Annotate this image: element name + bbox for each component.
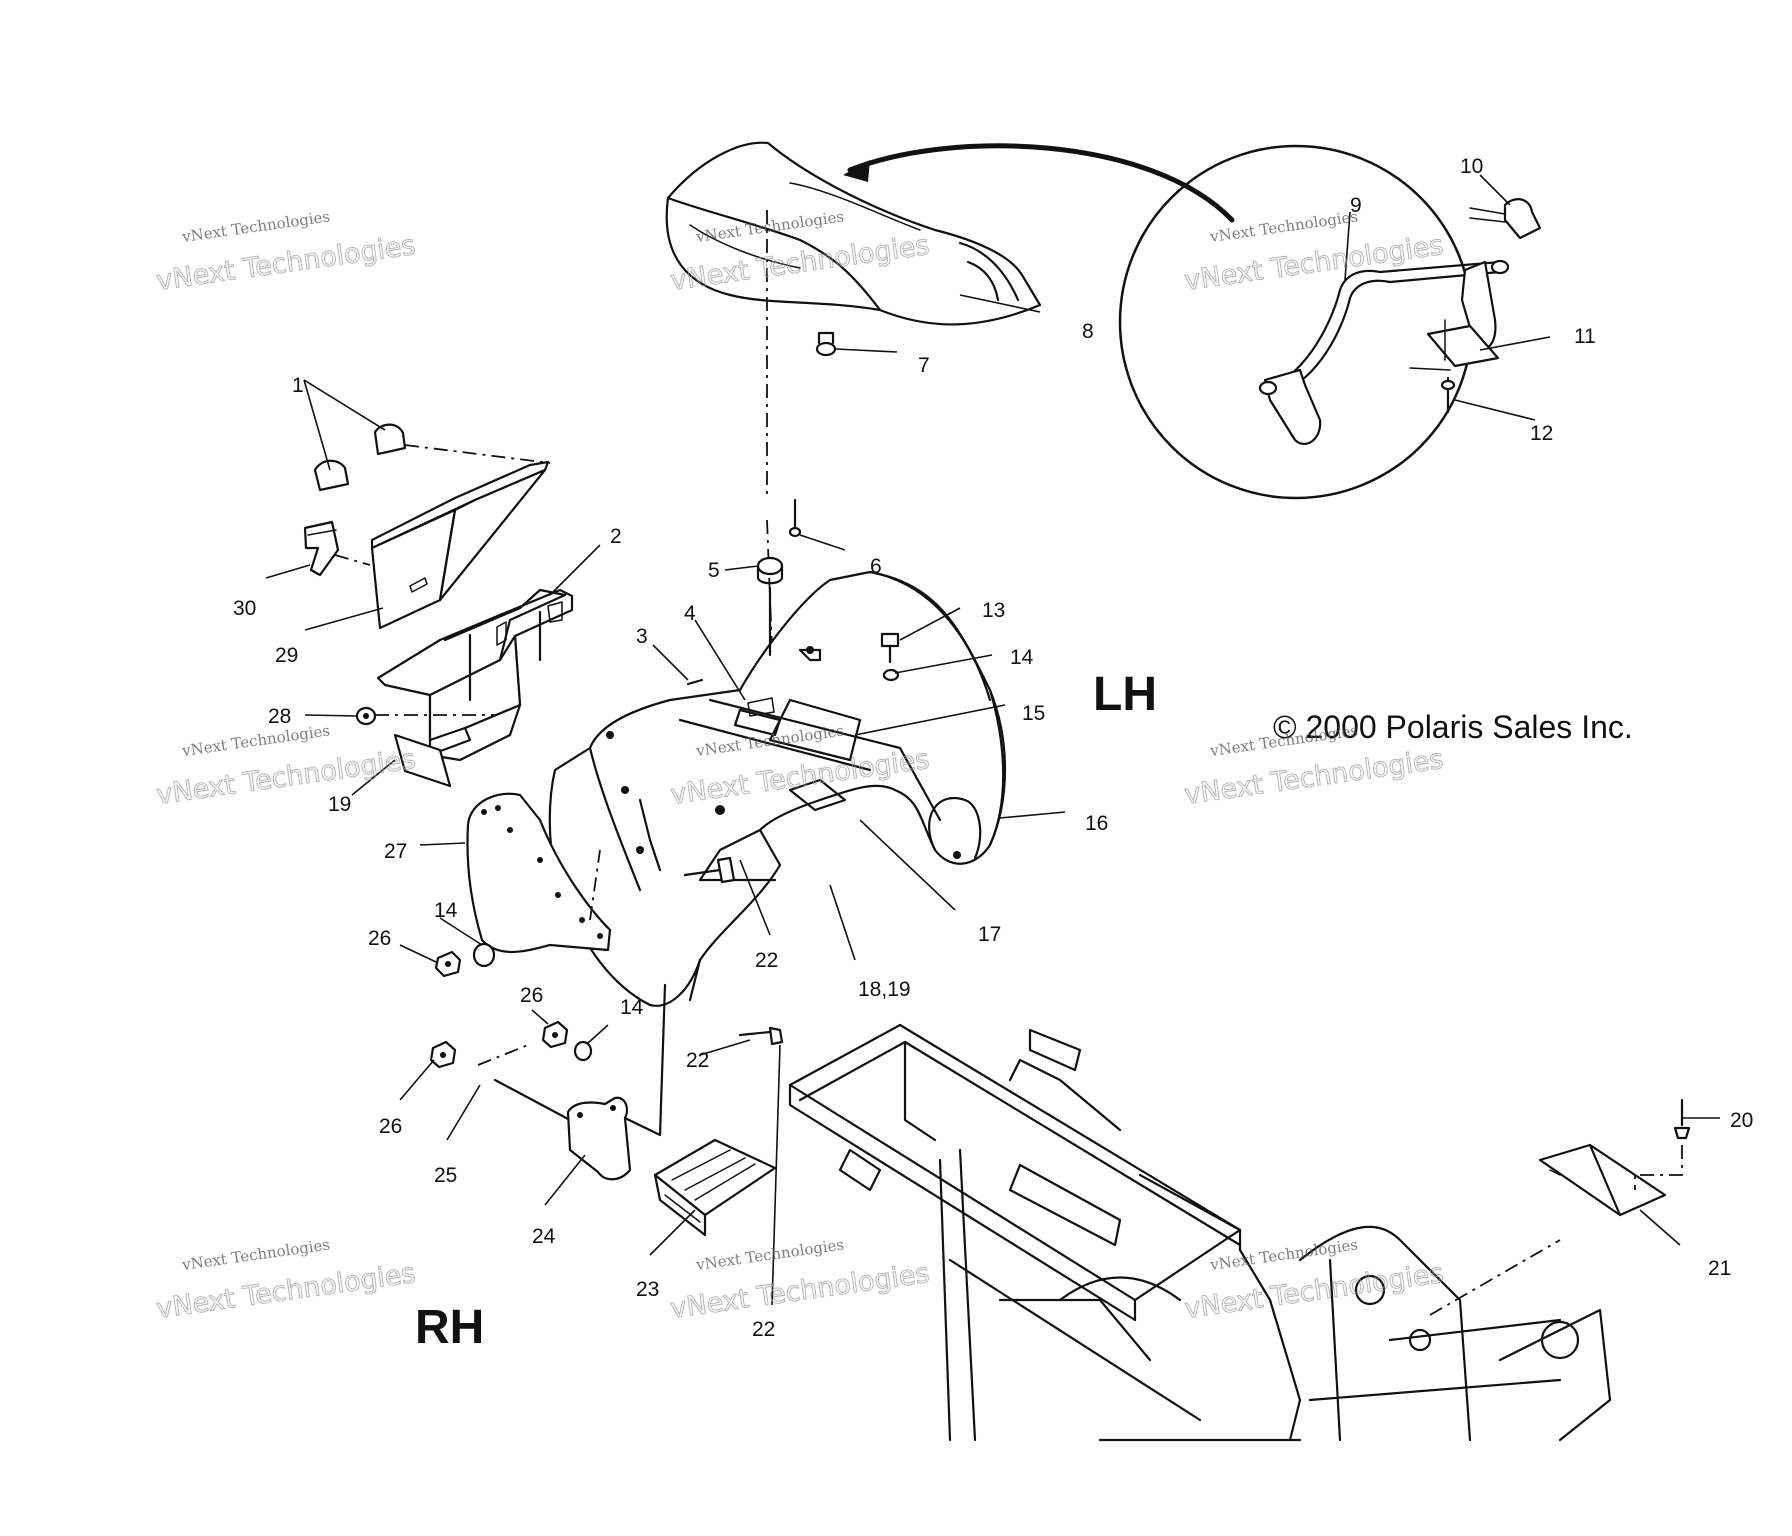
callout-9: 9	[1350, 194, 1362, 217]
callout-22-a: 22	[755, 949, 778, 972]
callout-29: 29	[275, 644, 298, 667]
detail-inset	[1118, 144, 1542, 500]
washer-part-14-mid	[573, 1040, 593, 1062]
callout-14-mid: 14	[620, 996, 644, 1019]
detail-arrow	[847, 143, 1235, 223]
callout-3: 3	[636, 625, 648, 648]
callout-25: 25	[434, 1164, 457, 1187]
washer-part-14-top	[882, 668, 900, 682]
callout-26-b: 26	[520, 984, 543, 1007]
watermark-text: vNext Technologies	[180, 1235, 331, 1274]
label-plate-19	[393, 733, 452, 788]
callout-26-c: 26	[379, 1115, 402, 1138]
callout-2: 2	[610, 525, 622, 548]
callout-numbers: 1 2 3 4 5 6 7 8 9 10 11 12 13 14 15 16 1…	[233, 155, 1753, 1341]
mud-flap-part	[466, 792, 612, 954]
callout-1: 1	[292, 374, 304, 397]
callout-14-left: 14	[434, 899, 458, 922]
callout-21: 21	[1708, 1257, 1731, 1280]
callout-27: 27	[384, 840, 407, 863]
dash-21	[1429, 1239, 1561, 1316]
callout-10: 10	[1460, 155, 1483, 178]
clip-part-1	[313, 423, 551, 492]
watermark-text: vNext Technologies	[1208, 207, 1359, 246]
callout-26-a: 26	[368, 927, 391, 950]
callout-28: 28	[268, 705, 291, 728]
seat-centerline-lower	[766, 519, 773, 651]
leader-lines	[265, 174, 1720, 1306]
washer-part-14-left	[472, 942, 496, 968]
bolt-part-22-b	[738, 1026, 784, 1046]
dash-27	[589, 849, 601, 921]
callout-14-top: 14	[1010, 646, 1034, 669]
leader-24-fender	[623, 983, 667, 1137]
callout-6: 6	[870, 555, 882, 578]
callout-17: 17	[978, 923, 1001, 946]
callout-16: 16	[1085, 812, 1108, 835]
detail-arrowhead	[843, 160, 870, 182]
watermark-text: vNext Technologies	[1208, 1235, 1359, 1274]
side-label-lh: LH	[1093, 668, 1157, 721]
copyright-text: © 2000 Polaris Sales Inc.	[1273, 709, 1633, 745]
frame-part	[788, 1023, 1612, 1442]
stud-line-25	[493, 1078, 572, 1122]
stud-part-25	[477, 1044, 529, 1066]
callout-20: 20	[1730, 1109, 1753, 1132]
washer-hole	[363, 713, 369, 719]
dash-30-29	[334, 554, 371, 566]
callout-12: 12	[1530, 422, 1553, 445]
label-plate-4	[747, 697, 775, 717]
footrest-part-23	[653, 1138, 777, 1237]
watermarks: vNext Technologies vNext Technologies vN…	[154, 207, 1446, 1325]
bolt-part-6	[788, 498, 802, 538]
callout-19: 19	[328, 793, 351, 816]
plate-part-21	[1538, 1143, 1667, 1217]
callout-13: 13	[982, 599, 1005, 622]
callout-15: 15	[1022, 702, 1045, 725]
nut-part-26-b	[541, 1020, 569, 1049]
callout-22-b: 22	[686, 1049, 709, 1072]
nut-part-26-a	[434, 950, 462, 978]
callout-5: 5	[708, 559, 720, 582]
callout-22-c: 22	[752, 1318, 775, 1341]
side-label-rh: RH	[415, 1301, 484, 1354]
watermark-text: vNext Technologies	[180, 721, 331, 760]
callout-23: 23	[636, 1278, 659, 1301]
seat-part	[665, 141, 1042, 326]
bolt-part-13	[880, 632, 900, 664]
cover-part-29	[370, 460, 550, 630]
callout-18-19: 18,19	[858, 978, 911, 1001]
callout-24: 24	[532, 1225, 556, 1248]
rivet-part-3	[686, 678, 704, 686]
nut-part-26-c	[429, 1040, 457, 1069]
bracket-part-30	[303, 520, 340, 577]
callout-4: 4	[684, 602, 696, 625]
bolt-part-22-a	[683, 856, 736, 884]
watermark-text: vNext Technologies	[180, 207, 331, 246]
storage-box-part	[376, 588, 574, 762]
screw-part-20	[1673, 1098, 1691, 1140]
callout-7: 7	[918, 354, 930, 377]
bracket-part-24	[566, 1096, 632, 1181]
watermark-text: vNext Technologies	[694, 1235, 845, 1274]
seat-bolt-part	[815, 331, 837, 357]
callout-8: 8	[1082, 320, 1094, 343]
callout-11: 11	[1574, 325, 1596, 348]
callout-30: 30	[233, 597, 256, 620]
